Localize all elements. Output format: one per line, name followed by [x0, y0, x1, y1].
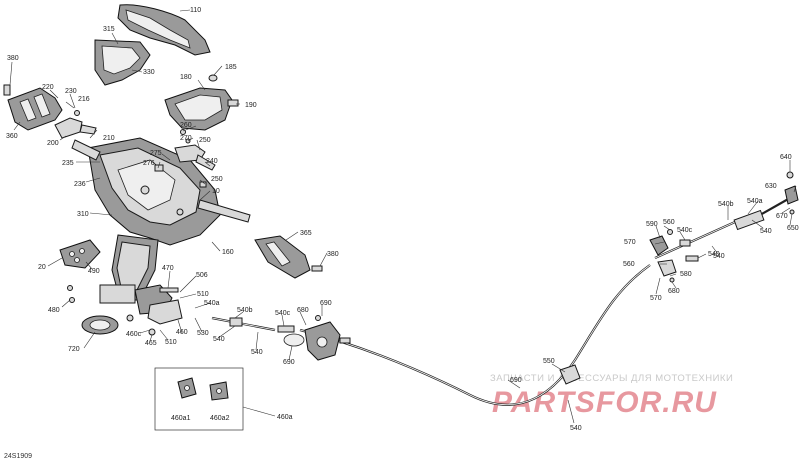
callout-210: 210 — [103, 135, 115, 142]
callout-540c-left: 540c — [275, 310, 291, 317]
cable-end-part — [559, 364, 581, 385]
callout-460: 460 — [176, 329, 188, 336]
callout-180: 180 — [180, 74, 192, 81]
watermark-subtitle: ЗАПЧАСТИ И АКСЕССУАРЫ ДЛЯ МОТОТЕХНИКИ — [490, 373, 733, 384]
remote-end-part — [733, 171, 799, 231]
callout-220: 220 — [42, 84, 54, 91]
callout-276: 276 — [143, 160, 155, 167]
callout-510-top: 510 — [197, 291, 209, 298]
callout-540-f: 540 — [760, 228, 772, 235]
callout-690-right: 690 — [510, 377, 522, 384]
steering-column-part — [81, 234, 159, 335]
handlebar-console-part — [71, 137, 251, 246]
callout-690-bottom: 690 — [283, 359, 295, 366]
callout-250-bottom: 250 — [211, 176, 223, 183]
callout-460c: 460c — [126, 331, 142, 338]
callout-110: 110 — [190, 7, 201, 14]
callout-540a-left: 540a — [204, 300, 220, 307]
callout-490: 490 — [88, 268, 100, 275]
callout-185: 185 — [225, 64, 237, 71]
callout-380-left: 380 — [7, 55, 19, 62]
callout-540-d: 540 — [708, 251, 720, 258]
callout-560-bottom: 560 — [623, 261, 635, 268]
callout-670: 670 — [776, 213, 788, 220]
callout-230: 230 — [65, 88, 77, 95]
callout-330: 330 — [143, 69, 155, 76]
leader-lines — [9, 9, 797, 424]
callout-570-top: 570 — [624, 239, 636, 246]
callout-labels: 110 315 330 380 220 230 216 360 200 210 … — [6, 7, 799, 432]
callout-680-left: 680 — [297, 307, 309, 314]
lower-cover-part — [94, 39, 151, 86]
callout-580: 580 — [680, 271, 692, 278]
upper-cover-part — [117, 4, 211, 56]
cable-adjuster-part — [229, 315, 351, 361]
throttle-housing-part — [67, 284, 183, 336]
callout-460a2: 460a2 — [210, 415, 230, 422]
callout-360: 360 — [6, 133, 18, 140]
callout-630: 630 — [765, 183, 777, 190]
callout-465: 465 — [145, 340, 157, 347]
callout-236: 236 — [74, 181, 86, 188]
callout-460a1: 460a1 — [171, 415, 191, 422]
callout-590: 590 — [646, 221, 658, 228]
callout-200: 200 — [47, 140, 59, 147]
callout-460a: 460a — [277, 414, 293, 421]
callout-540-a: 540 — [213, 336, 225, 343]
callout-640: 640 — [780, 154, 792, 161]
callout-540-e: 540 — [713, 253, 725, 260]
callout-506: 506 — [196, 272, 208, 279]
watermark: ЗАПЧАСТИ И АКСЕССУАРЫ ДЛЯ МОТОТЕХНИКИ PA… — [490, 373, 733, 419]
callout-275: 275 — [150, 150, 162, 157]
callout-690-top: 690 — [320, 300, 332, 307]
inset-detail — [154, 367, 276, 431]
callout-540-c: 540 — [570, 425, 582, 432]
callout-650: 650 — [787, 225, 799, 232]
left-grip-part — [3, 84, 63, 131]
callout-160: 160 — [222, 249, 234, 256]
watermark-brand: PARTSFOR.RU — [492, 386, 717, 419]
callout-250-top: 250 — [199, 137, 211, 144]
hand-guard-part — [164, 74, 239, 131]
callout-720: 720 — [68, 346, 80, 353]
callout-470: 470 — [162, 265, 174, 272]
callout-380-right: 380 — [327, 251, 339, 258]
callout-680-right: 680 — [668, 288, 680, 295]
callout-540-b: 540 — [251, 349, 263, 356]
switch-block-part — [59, 239, 101, 269]
figure-id: 24S1909 — [4, 453, 32, 460]
callout-365: 365 — [300, 230, 312, 237]
callout-315: 315 — [103, 26, 115, 33]
callout-540b-left: 540b — [237, 307, 253, 314]
callout-530: 530 — [197, 330, 209, 337]
callout-540c-right: 540c — [677, 227, 693, 234]
callout-310: 310 — [77, 211, 89, 218]
callout-270: 270 — [180, 135, 192, 142]
callout-235: 235 — [62, 160, 74, 167]
callout-260: 260 — [180, 122, 192, 129]
callout-190: 190 — [245, 102, 257, 109]
callout-540a-right: 540a — [747, 198, 763, 205]
callout-10: 10 — [212, 188, 220, 195]
callout-510-bottom: 510 — [165, 339, 177, 346]
throttle-cable — [211, 197, 791, 406]
right-grip-part — [254, 235, 323, 279]
callout-560-top: 560 — [663, 219, 675, 226]
callout-550: 550 — [543, 358, 555, 365]
callout-216: 216 — [78, 96, 90, 103]
callout-20: 20 — [38, 264, 46, 271]
callout-240: 240 — [206, 158, 218, 165]
brake-lever-part — [54, 110, 97, 139]
callout-540b-right: 540b — [718, 201, 734, 208]
callout-480: 480 — [48, 307, 60, 314]
callout-570-bottom: 570 — [650, 295, 662, 302]
